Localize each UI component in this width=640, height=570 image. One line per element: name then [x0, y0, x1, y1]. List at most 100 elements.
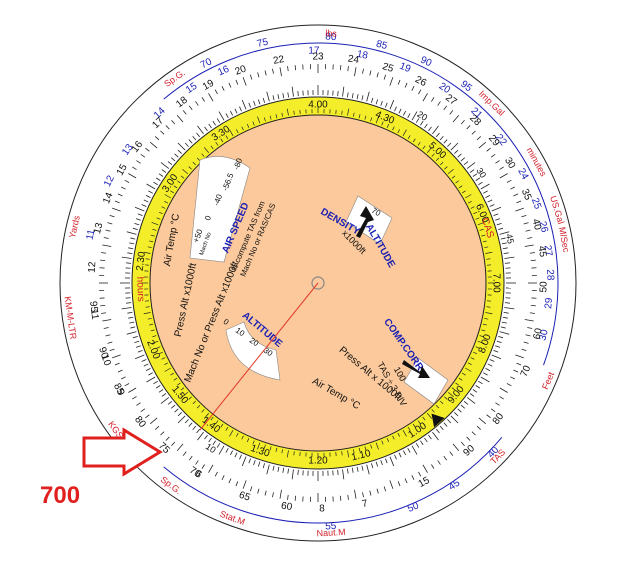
tick-mark [109, 348, 115, 352]
tick-mark [417, 142, 421, 146]
tick-mark [176, 443, 184, 452]
tick-mark [428, 126, 432, 132]
tick-mark [177, 142, 186, 151]
tick-mark [510, 186, 516, 190]
tick-mark [242, 77, 247, 86]
tick-mark [173, 377, 178, 381]
tick-mark [506, 383, 512, 387]
tick-mark [341, 110, 343, 115]
tick-mark [102, 244, 112, 247]
tick-mark [482, 323, 487, 326]
tick-mark [342, 469, 345, 480]
tick-mark [499, 331, 510, 335]
tick-mark [422, 464, 428, 473]
outer-black-number: 70 [519, 364, 534, 379]
tick-mark [112, 207, 121, 212]
tick-mark [252, 121, 255, 126]
tick-mark [392, 435, 395, 440]
tick-mark [145, 147, 150, 152]
tick-mark [188, 396, 192, 400]
tick-mark [204, 126, 208, 132]
tick-mark [339, 65, 342, 71]
cursor-line[interactable] [199, 282, 319, 431]
tick-mark [128, 247, 134, 250]
tick-mark [477, 222, 485, 226]
tick-mark [107, 341, 113, 344]
outer-blue-number: 70 [199, 56, 214, 71]
outer-black-number: 40 [530, 218, 544, 232]
tick-mark [141, 359, 147, 362]
tick-mark [153, 380, 158, 385]
tick-mark [347, 468, 349, 474]
tick-mark [440, 161, 444, 166]
tick-mark [228, 82, 232, 88]
tick-mark [132, 396, 137, 400]
outer-black-number: 8 [319, 503, 325, 514]
tick-mark [449, 110, 454, 115]
tick-mark [381, 121, 384, 126]
tick-mark [436, 428, 440, 434]
tick-mark [210, 416, 214, 421]
tick-mark [241, 435, 244, 440]
tick-mark [208, 123, 212, 129]
tick-mark [460, 157, 466, 162]
tick-mark [366, 464, 370, 475]
tick-mark [269, 115, 272, 120]
tick-mark [443, 422, 448, 427]
tick-mark [297, 91, 299, 97]
outer-blue-number: 85 [375, 39, 389, 53]
tick-mark [177, 415, 186, 424]
tick-mark [411, 445, 418, 455]
tick-mark [431, 97, 435, 102]
tick-mark [478, 181, 483, 186]
tick-mark [121, 307, 132, 310]
tick-mark [418, 471, 422, 477]
tick-mark [170, 157, 176, 162]
tick-mark [216, 443, 221, 448]
tick-mark [212, 440, 216, 446]
tick-mark [279, 67, 282, 77]
tick-mark [263, 117, 266, 122]
tick-mark [392, 126, 395, 131]
tick-mark [427, 147, 433, 153]
tick-mark [156, 217, 161, 220]
tick-mark [145, 414, 150, 419]
outer-black-number: 10 [99, 353, 113, 368]
tick-mark [158, 351, 163, 355]
tick-mark [524, 244, 534, 247]
tick-mark [127, 312, 133, 314]
tick-mark [431, 153, 435, 157]
tick-mark [444, 166, 448, 170]
tick-mark [504, 302, 510, 304]
tick-mark [182, 451, 187, 456]
tick-mark [103, 327, 109, 329]
tick-mark [136, 160, 141, 164]
tick-mark [389, 456, 395, 467]
tick-mark [248, 458, 252, 464]
tick-mark [469, 169, 475, 173]
tick-mark [516, 362, 522, 366]
tick-mark [221, 475, 225, 481]
tick-mark [450, 415, 459, 424]
tick-mark [208, 437, 212, 443]
tick-mark [192, 161, 196, 166]
tick-mark [156, 346, 161, 349]
tick-mark [275, 447, 278, 452]
tick-mark [371, 463, 374, 469]
tick-mark [394, 106, 397, 112]
outer-black-number: 6 [193, 469, 204, 482]
tick-mark [294, 495, 297, 501]
tick-mark [257, 488, 260, 494]
tick-mark [174, 408, 179, 413]
outer-blue-number: 16 [216, 64, 231, 79]
tick-mark [154, 425, 160, 430]
tick-mark [437, 101, 441, 106]
outer-black-number: 15 [115, 162, 130, 178]
tick-mark [216, 118, 221, 123]
cursor-hairline[interactable] [199, 282, 319, 431]
tick-mark [158, 389, 164, 393]
tick-mark [495, 402, 500, 406]
tick-mark [394, 454, 397, 460]
